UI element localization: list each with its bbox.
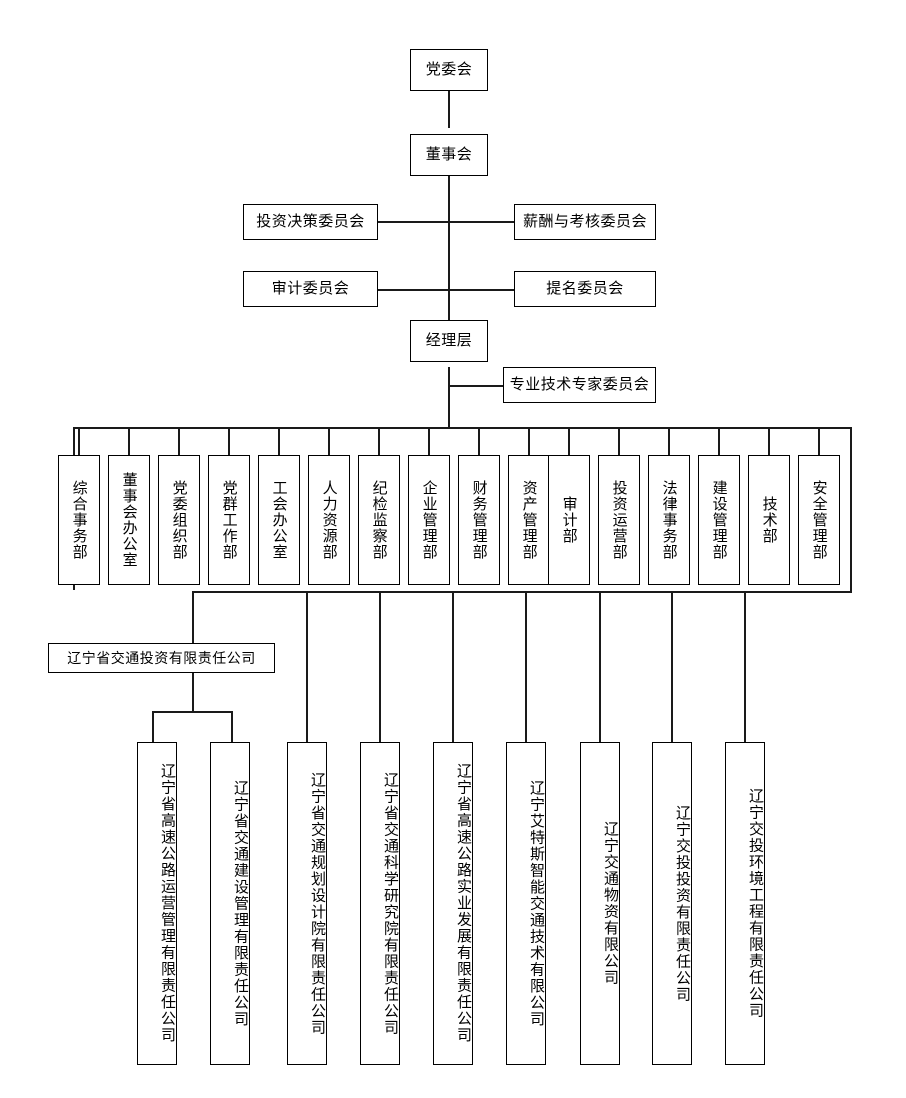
connector-subsidiary-6: [525, 591, 527, 742]
connector-department-8: [428, 427, 430, 455]
connector-subsidiary-3: [306, 591, 308, 742]
connector-department-4: [228, 427, 230, 455]
node-board-of-directors[interactable]: 董事会: [410, 134, 488, 176]
connector-holding-split: [152, 711, 232, 713]
node-department-12[interactable]: 投资运营部: [598, 455, 640, 585]
node-subsidiary-4[interactable]: 辽宁省交通科学研究院有限责任公司: [360, 742, 400, 1065]
node-subsidiary-2[interactable]: 辽宁省交通建设管理有限责任公司: [210, 742, 250, 1065]
node-department-8[interactable]: 企业管理部: [408, 455, 450, 585]
node-department-13[interactable]: 法律事务部: [648, 455, 690, 585]
node-department-7[interactable]: 纪检监察部: [358, 455, 400, 585]
node-department-1[interactable]: 综合事务部: [58, 455, 100, 585]
node-department-6[interactable]: 人力资源部: [308, 455, 350, 585]
node-party-committee[interactable]: 党委会: [410, 49, 488, 91]
node-department-10[interactable]: 资产管理部: [508, 455, 550, 585]
connector-technical-committee: [448, 385, 504, 387]
connector-department-12: [618, 427, 620, 455]
node-department-5[interactable]: 工会办公室: [258, 455, 300, 585]
connector-department-6: [328, 427, 330, 455]
node-department-16[interactable]: 安全管理部: [798, 455, 840, 585]
node-subsidiary-3[interactable]: 辽宁省交通规划设计院有限责任公司: [287, 742, 327, 1065]
connector-department-2: [128, 427, 130, 455]
connector-department-3: [178, 427, 180, 455]
connector-department-5: [278, 427, 280, 455]
node-department-14[interactable]: 建设管理部: [698, 455, 740, 585]
connector-department-7: [378, 427, 380, 455]
connector-subsidiary-5: [452, 591, 454, 742]
connector-board-to-management: [448, 175, 450, 320]
connector-department-14: [718, 427, 720, 455]
node-committee-compensation-assessment[interactable]: 薪酬与考核委员会: [514, 204, 656, 240]
node-committee-audit[interactable]: 审计委员会: [243, 271, 378, 307]
node-management-level[interactable]: 经理层: [410, 320, 488, 362]
connector-department-9: [478, 427, 480, 455]
node-committee-investment-decision[interactable]: 投资决策委员会: [243, 204, 378, 240]
node-department-15[interactable]: 技术部: [748, 455, 790, 585]
connector-management-down: [448, 367, 450, 429]
connector-department-1: [78, 427, 80, 455]
connector-holding-to-sub-1: [152, 711, 154, 743]
connector-committee-row-2: [378, 289, 515, 291]
department-bus: [73, 427, 852, 429]
connector-department-11: [568, 427, 570, 455]
connector-party-to-board: [448, 90, 450, 128]
department-bus-right-cap: [850, 427, 852, 592]
connector-holding-down: [192, 672, 194, 712]
connector-department-13: [668, 427, 670, 455]
connector-holding-to-sub-2: [231, 711, 233, 743]
node-committee-nomination[interactable]: 提名委员会: [514, 271, 656, 307]
node-department-3[interactable]: 党委组织部: [158, 455, 200, 585]
node-subsidiary-6[interactable]: 辽宁艾特斯智能交通技术有限公司: [506, 742, 546, 1065]
node-subsidiary-5[interactable]: 辽宁省高速公路实业发展有限责任公司: [433, 742, 473, 1065]
connector-committee-row-1: [378, 221, 515, 223]
connector-department-16: [818, 427, 820, 455]
node-committee-technical-expert[interactable]: 专业技术专家委员会: [503, 367, 656, 403]
node-department-9[interactable]: 财务管理部: [458, 455, 500, 585]
node-department-4[interactable]: 党群工作部: [208, 455, 250, 585]
node-subsidiary-1[interactable]: 辽宁省高速公路运营管理有限责任公司: [137, 742, 177, 1065]
node-subsidiary-8[interactable]: 辽宁交投投资有限责任公司: [652, 742, 692, 1065]
node-department-2[interactable]: 董事会办公室: [108, 455, 150, 585]
connector-department-10: [528, 427, 530, 455]
subsidiary-bus: [192, 591, 852, 593]
connector-department-15: [768, 427, 770, 455]
node-holding-company[interactable]: 辽宁省交通投资有限责任公司: [48, 643, 275, 673]
connector-subsidiary-4: [379, 591, 381, 742]
node-subsidiary-7[interactable]: 辽宁交通物资有限公司: [580, 742, 620, 1065]
node-subsidiary-9[interactable]: 辽宁交投环境工程有限责任公司: [725, 742, 765, 1065]
connector-bus-to-holding: [192, 591, 194, 643]
connector-subsidiary-7: [599, 591, 601, 742]
connector-subsidiary-9: [744, 591, 746, 742]
node-department-11[interactable]: 审计部: [548, 455, 590, 585]
connector-subsidiary-8: [671, 591, 673, 742]
